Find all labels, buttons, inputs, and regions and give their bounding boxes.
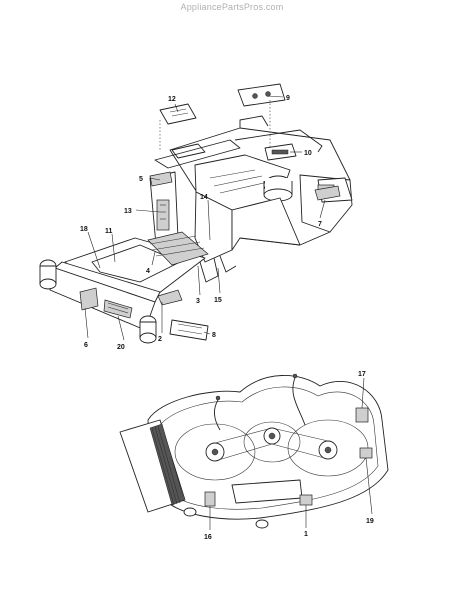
leader-lines [84,95,373,530]
callout-labels: 12 9 10 5 13 14 7 18 11 4 3 15 2 8 6 20 … [80,95,374,541]
callout-13: 13 [124,208,132,215]
callout-10: 10 [304,150,312,157]
callout-15: 15 [214,297,222,304]
callout-7: 7 [318,221,322,228]
watermark: AppliancePartsPros.com [180,2,284,12]
callout-18: 18 [80,226,88,233]
callout-8: 8 [212,332,216,339]
callout-3: 3 [196,298,200,305]
callout-4: 4 [146,268,150,275]
callout-2: 2 [158,336,162,343]
callout-17: 17 [358,371,366,378]
callout-11: 11 [105,228,113,235]
callout-5: 5 [139,176,143,183]
callout-19: 19 [366,518,374,525]
callout-16: 16 [204,534,212,541]
callout-9: 9 [286,95,290,102]
chassis-assembly [39,83,353,344]
mower-deck-assembly [119,373,389,529]
callout-14: 14 [200,194,208,201]
callout-6: 6 [84,342,88,349]
callout-1: 1 [304,531,308,538]
callout-12: 12 [168,96,176,103]
callout-20: 20 [117,344,125,351]
